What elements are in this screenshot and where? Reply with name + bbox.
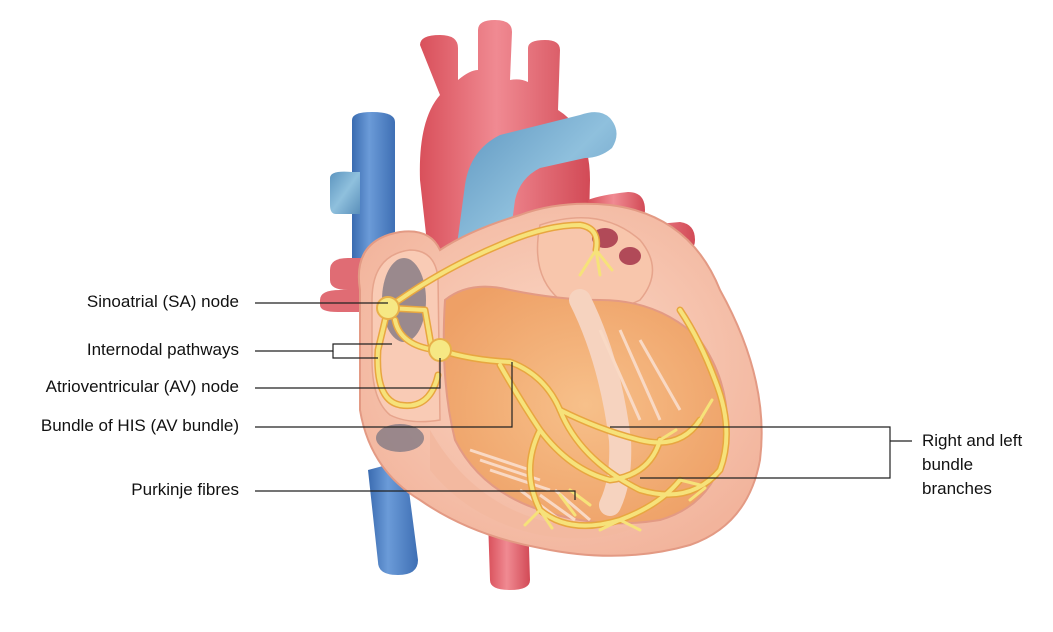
label-bundle-branches-line1: Right and left bbox=[922, 429, 1022, 453]
label-sa-node: Sinoatrial (SA) node bbox=[87, 292, 239, 312]
sa-node-marker bbox=[377, 297, 399, 319]
label-bundle-of-his: Bundle of HIS (AV bundle) bbox=[41, 416, 239, 436]
label-bundle-branches-line3: branches bbox=[922, 477, 1022, 501]
label-bundle-branches-line2: bundle bbox=[922, 453, 1022, 477]
label-purkinje-fibres: Purkinje fibres bbox=[131, 480, 239, 500]
label-av-node: Atrioventricular (AV) node bbox=[46, 377, 239, 397]
av-node-marker bbox=[429, 339, 451, 361]
label-bundle-branches: Right and left bundle branches bbox=[922, 429, 1022, 501]
ventricles bbox=[430, 287, 727, 539]
label-internodal-pathways: Internodal pathways bbox=[87, 340, 239, 360]
